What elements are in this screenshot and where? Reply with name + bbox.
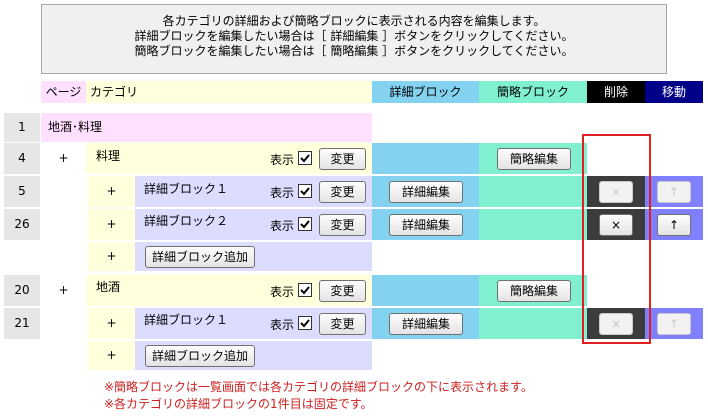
category-indent-cell xyxy=(88,308,135,339)
checkmark-icon xyxy=(300,154,310,163)
instruction-box: 各カテゴリの詳細および簡略ブロックに表示される内容を編集します。 詳細ブロックを… xyxy=(41,4,667,74)
checkmark-icon xyxy=(300,286,310,295)
category-indent-cell xyxy=(88,242,135,271)
category-indent-cell xyxy=(88,176,135,207)
change-button[interactable]: 変更 xyxy=(319,313,366,335)
header-move: 移動 xyxy=(645,81,703,103)
checkmark-icon xyxy=(300,187,310,196)
show-label: 表示 xyxy=(270,285,295,299)
detail-block-name: 詳細ブロック１ xyxy=(144,313,229,327)
show-label: 表示 xyxy=(270,219,295,233)
show-checkbox[interactable] xyxy=(298,283,312,297)
change-button[interactable]: 変更 xyxy=(319,148,366,170)
instruction-line: 簡略ブロックを編集したい場合は［ 簡略編集 ］ボタンをクリックしてください。 xyxy=(134,44,574,58)
header-detail-block: 詳細ブロック xyxy=(372,81,479,103)
change-button[interactable]: 変更 xyxy=(319,214,366,236)
delete-button[interactable]: × xyxy=(599,181,633,203)
header-simple-block: 簡略ブロック xyxy=(479,81,587,103)
row-index: 26 xyxy=(4,209,40,240)
expand-toggle[interactable]: + xyxy=(106,348,117,362)
header-page: ページ xyxy=(41,81,86,103)
show-checkbox[interactable] xyxy=(298,151,312,165)
category-indent-cell xyxy=(88,209,135,240)
checkmark-icon xyxy=(300,220,310,229)
note-line: ※簡略ブロックは一覧画面では各カテゴリの詳細ブロックの下に表示されます。 xyxy=(104,380,533,394)
show-checkbox[interactable] xyxy=(298,217,312,231)
move-up-button[interactable]: ↑ xyxy=(657,313,691,335)
category-name: 地酒 xyxy=(96,280,121,294)
simple-edit-button[interactable]: 簡略編集 xyxy=(497,280,571,302)
expand-toggle[interactable]: + xyxy=(106,217,117,231)
detail-edit-button[interactable]: 詳細編集 xyxy=(389,214,463,236)
instruction-line: 各カテゴリの詳細および簡略ブロックに表示される内容を編集します。 xyxy=(162,14,546,28)
simple-cell xyxy=(479,176,587,207)
expand-toggle[interactable]: + xyxy=(106,184,117,198)
category-indent-cell xyxy=(88,341,135,370)
change-button[interactable]: 変更 xyxy=(319,181,366,203)
simple-cell xyxy=(479,308,587,339)
delete-button[interactable]: × xyxy=(599,214,633,236)
instruction-line: 詳細ブロックを編集したい場合は［ 詳細編集 ］ボタンをクリックしてください。 xyxy=(134,29,574,43)
category-name: 料理 xyxy=(96,149,121,163)
detail-cell xyxy=(372,143,479,174)
detail-block-name: 詳細ブロック１ xyxy=(144,182,229,196)
detail-block-name: 詳細ブロック２ xyxy=(144,214,229,228)
row-index: 21 xyxy=(4,308,40,339)
row-index: 5 xyxy=(4,176,40,207)
row-index: 1 xyxy=(4,113,40,142)
highlight-annotation xyxy=(582,134,651,344)
show-label: 表示 xyxy=(270,153,295,167)
show-label: 表示 xyxy=(270,186,295,200)
expand-toggle[interactable]: + xyxy=(58,151,69,165)
add-detail-block-button[interactable]: 詳細ブロック追加 xyxy=(145,345,255,367)
expand-toggle[interactable]: + xyxy=(58,283,69,297)
header-category: カテゴリ xyxy=(86,81,372,103)
detail-edit-button[interactable]: 詳細編集 xyxy=(389,313,463,335)
show-label: 表示 xyxy=(270,318,295,332)
show-checkbox[interactable] xyxy=(298,184,312,198)
checkmark-icon xyxy=(300,319,310,328)
row-index: 4 xyxy=(4,143,40,174)
delete-button[interactable]: × xyxy=(599,313,633,335)
detail-cell xyxy=(372,275,479,306)
simple-edit-button[interactable]: 簡略編集 xyxy=(497,148,571,170)
move-up-button[interactable]: ↑ xyxy=(657,214,691,236)
change-button[interactable]: 変更 xyxy=(319,280,366,302)
simple-cell xyxy=(479,209,587,240)
page-title: 地酒･料理 xyxy=(41,113,372,142)
detail-edit-button[interactable]: 詳細編集 xyxy=(389,181,463,203)
add-detail-block-button[interactable]: 詳細ブロック追加 xyxy=(145,246,255,268)
header-delete: 削除 xyxy=(587,81,645,103)
row-index: 20 xyxy=(4,275,40,306)
expand-toggle[interactable]: + xyxy=(106,316,117,330)
move-up-button[interactable]: ↑ xyxy=(657,181,691,203)
expand-toggle[interactable]: + xyxy=(106,249,117,263)
show-checkbox[interactable] xyxy=(298,316,312,330)
note-line: ※各カテゴリの詳細ブロックの1件目は固定です。 xyxy=(104,397,373,411)
